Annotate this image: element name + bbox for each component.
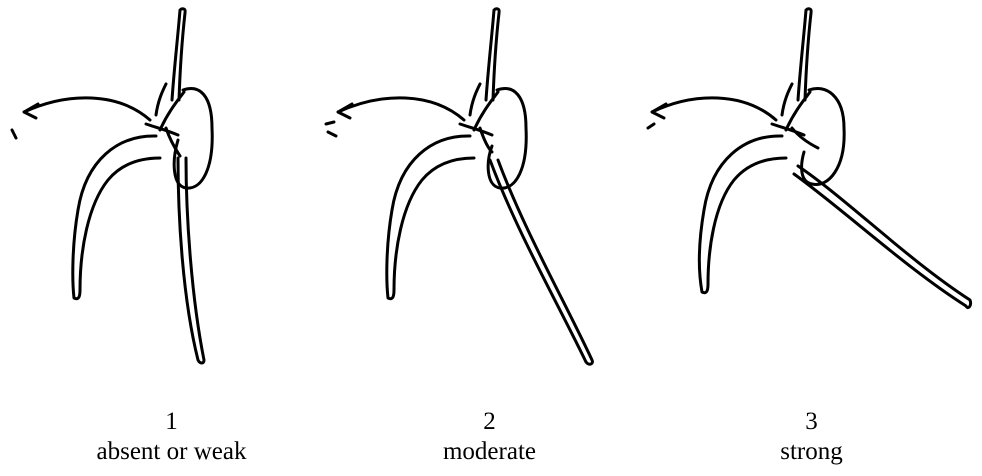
panel-3: 3 strong [648, 0, 975, 476]
arrow-mark [648, 124, 654, 128]
hook-leaf [387, 136, 474, 299]
panel-number: 3 [648, 408, 975, 436]
arrow-curve [652, 98, 776, 120]
hook-leaf [699, 136, 786, 293]
panel-label: strong [648, 438, 975, 466]
seedling-drawing-2 [326, 0, 653, 380]
bud [772, 84, 818, 148]
arrow-mark [326, 122, 336, 136]
bract-oval [802, 89, 845, 185]
stem-lower [794, 166, 971, 308]
panel-label: absent or weak [8, 438, 335, 466]
panel-number: 1 [8, 408, 335, 436]
stem-upper [172, 9, 185, 100]
seedling-drawing-1 [8, 0, 335, 380]
panel-1: 1 absent or weak [8, 0, 335, 476]
stem-upper [798, 9, 811, 100]
stem-lower [490, 160, 592, 364]
stem-upper [486, 9, 499, 100]
seedling-drawing-3 [648, 0, 975, 380]
arrow-curve [24, 98, 150, 120]
panel-2: 2 moderate [326, 0, 653, 476]
arrow-curve [338, 98, 464, 120]
panel-number: 2 [326, 408, 653, 436]
arrow-mark [12, 130, 16, 138]
panel-label: moderate [326, 438, 653, 466]
bract-oval [174, 89, 212, 189]
hook-leaf [73, 136, 160, 299]
